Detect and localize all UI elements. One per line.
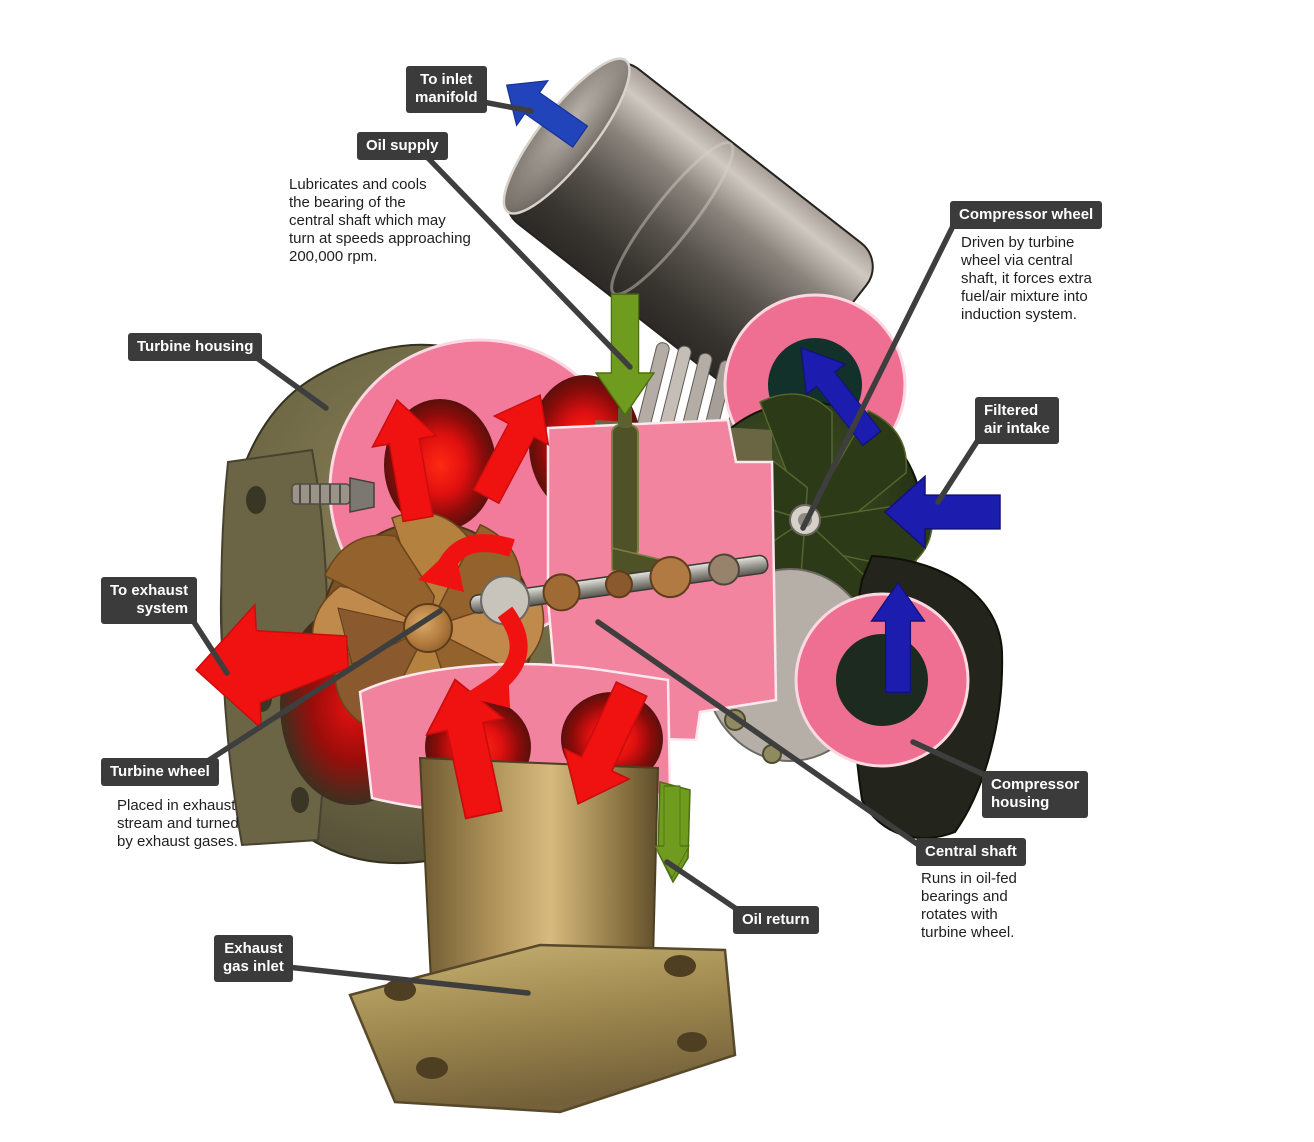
callout-exhaust-gas-inlet: Exhaust gas inlet xyxy=(214,935,293,982)
housing-screw xyxy=(291,477,375,513)
callout-oil-supply: Oil supply xyxy=(357,132,448,161)
callout-to-exhaust-system: To exhaust system xyxy=(101,577,198,624)
exhaust-flow-arrows xyxy=(195,379,665,824)
callout-turbine-wheel: Turbine wheel xyxy=(101,758,219,787)
callout-oil-return: Oil return xyxy=(733,906,819,935)
note-central-shaft: Runs in oil-fed bearings and rotates wit… xyxy=(921,870,1017,941)
callout-to-inlet-manifold: To inlet manifold xyxy=(406,66,487,113)
callout-turbine-housing: Turbine housing xyxy=(128,333,263,362)
callout-filtered-air-intake: Filtered air intake xyxy=(975,397,1059,444)
note-compressor-wheel: Driven by turbine wheel via central shaf… xyxy=(961,234,1092,323)
note-turbine-wheel: Placed in exhaust stream and turned by e… xyxy=(117,797,239,850)
callout-compressor-housing: Compressor housing xyxy=(982,771,1089,818)
note-oil-supply: Lubricates and cools the bearing of the … xyxy=(289,176,471,265)
central-shaft-shape xyxy=(469,553,769,626)
callout-central-shaft: Central shaft xyxy=(916,838,1026,867)
callout-compressor-wheel: Compressor wheel xyxy=(950,201,1103,230)
callout-lines xyxy=(187,96,990,996)
